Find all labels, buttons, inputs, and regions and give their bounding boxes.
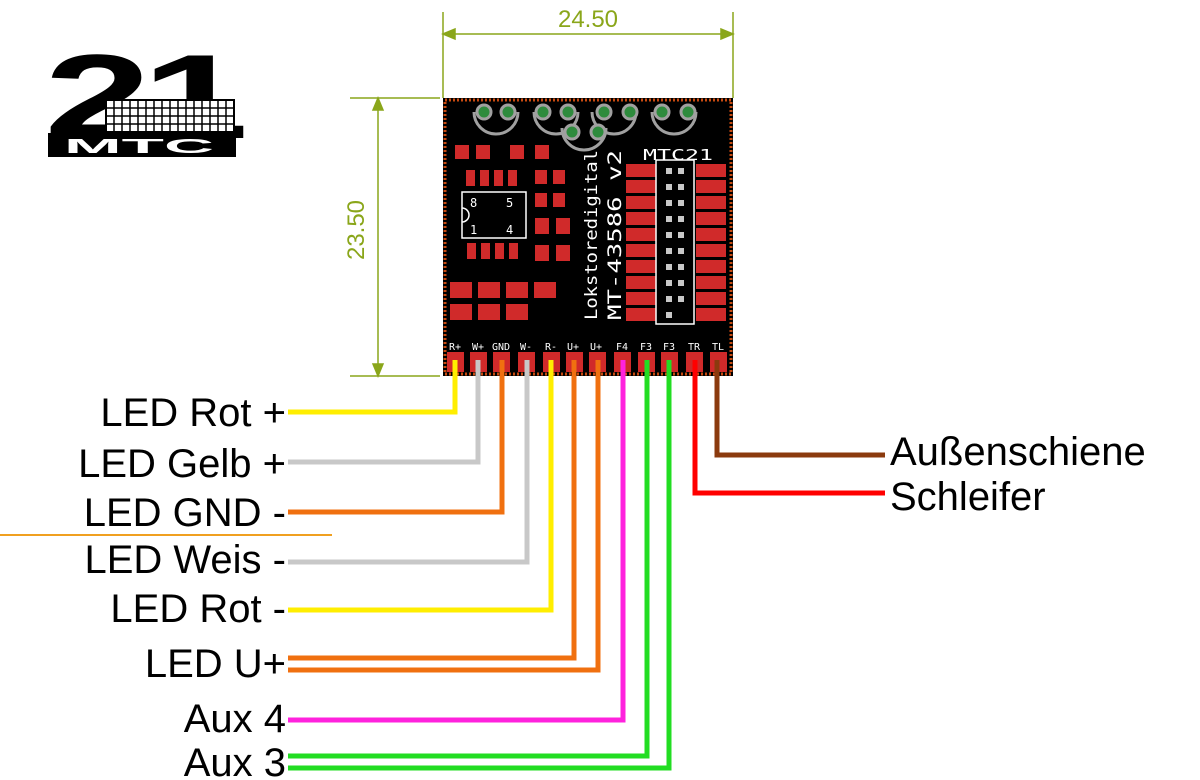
pad-label-f3-1: F3 [640, 342, 652, 353]
pad-label-f3-2: F3 [663, 342, 675, 353]
wire-led-gelb-plus [288, 360, 481, 465]
pad-label-u-plus-1: U+ [567, 342, 579, 353]
label-led-gnd: LED GND - [84, 491, 286, 535]
wire-led-weis-minus [288, 360, 530, 565]
width-value: 24.50 [558, 6, 618, 33]
label-led-gelb-plus: LED Gelb + [78, 442, 286, 486]
pad-label-f4: F4 [616, 342, 628, 353]
label-aux3: Aux 3 [184, 741, 286, 780]
wires [288, 360, 885, 771]
label-schleifer: Schleifer [890, 475, 1046, 519]
pad-label-w-minus: W- [520, 342, 532, 353]
wire-led-u-plus-2 [288, 360, 601, 673]
smd-components [450, 145, 570, 320]
pad-label-gnd: GND [492, 342, 510, 353]
mtc21-logo: 21 MTC [44, 30, 250, 164]
ic-pin-1: 1 [470, 223, 477, 237]
height-dimension [350, 96, 440, 378]
logo-brand: MTC [64, 136, 214, 158]
height-value: 23.50 [343, 200, 370, 260]
wire-led-u-plus-1 [288, 360, 577, 661]
wire-led-gnd [288, 360, 505, 515]
pad-label-tl: TL [712, 342, 724, 353]
mtc21-connector [626, 159, 726, 325]
wire-aux4 [288, 360, 626, 723]
label-led-weis-minus: LED Weis - [84, 538, 286, 582]
wire-led-rot-plus [288, 360, 458, 415]
pad-label-r-plus: R+ [449, 342, 461, 353]
ic-pin-8: 8 [470, 196, 477, 210]
label-led-rot-plus: LED Rot + [100, 391, 286, 435]
pcb-board: 8 5 1 4 Lokstoredigital MT-43586 v2 MTC2… [443, 98, 733, 376]
pad-label-tr: TR [688, 342, 701, 353]
ic-pin-4: 4 [506, 223, 513, 237]
wire-aussenschiene [714, 360, 885, 458]
label-aux4: Aux 4 [184, 697, 286, 741]
top-contacts [472, 103, 698, 152]
wire-aux3-2 [288, 360, 672, 771]
silk-vendor: Lokstoredigital [582, 150, 602, 320]
pad-label-w-plus: W+ [472, 342, 484, 353]
ic-footprint [461, 191, 527, 239]
ic-pin-5: 5 [506, 196, 513, 210]
pad-label-r-minus: R- [545, 342, 557, 353]
label-led-rot-minus: LED Rot - [110, 587, 286, 631]
label-led-u-plus: LED U+ [145, 642, 286, 686]
wire-led-rot-minus [288, 360, 554, 613]
wire-aux3-1 [288, 360, 650, 759]
pad-label-u-plus-2: U+ [590, 342, 602, 353]
width-dimension [441, 12, 735, 98]
silk-model: MT-43586 v2 [604, 150, 626, 320]
wire-schleifer [692, 360, 885, 496]
logo-grid [105, 99, 235, 133]
label-aussenschiene: Außenschiene [890, 430, 1146, 474]
